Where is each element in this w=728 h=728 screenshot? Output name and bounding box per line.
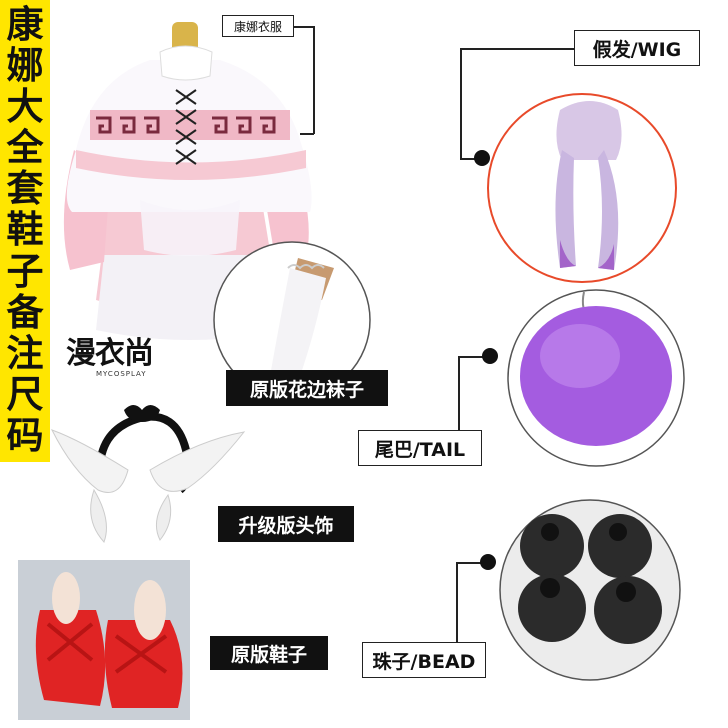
tail-pointer-dot bbox=[482, 348, 498, 364]
brand-logo: 漫衣尚 MYCOSPLAY bbox=[66, 336, 154, 379]
costume-label: 康娜衣服 bbox=[222, 15, 294, 37]
wig-pointer-dot bbox=[474, 150, 490, 166]
title-char: 码 bbox=[6, 413, 44, 457]
title-char: 子 bbox=[6, 249, 44, 293]
title-char: 全 bbox=[6, 126, 44, 170]
title-char: 备 bbox=[6, 290, 44, 334]
title-char: 鞋 bbox=[6, 208, 44, 252]
bead-label: 珠子/BEAD bbox=[362, 642, 486, 678]
title-char: 娜 bbox=[6, 44, 44, 88]
title-char: 注 bbox=[6, 331, 44, 375]
bead-pointer-dot bbox=[480, 554, 496, 570]
shoes-label: 原版鞋子 bbox=[210, 636, 328, 670]
headband-label: 升级版头饰 bbox=[218, 506, 354, 542]
title-char: 大 bbox=[6, 85, 44, 129]
wig-label: 假发/WIG bbox=[574, 30, 700, 66]
socks-label: 原版花边袜子 bbox=[226, 370, 388, 406]
tail-label: 尾巴/TAIL bbox=[358, 430, 482, 466]
title-char: 康 bbox=[6, 3, 44, 46]
vertical-title-bar: 康 娜 大 全 套 鞋 子 备 注 尺 码 bbox=[0, 0, 50, 462]
title-char: 套 bbox=[6, 167, 44, 211]
title-char: 尺 bbox=[6, 372, 44, 416]
